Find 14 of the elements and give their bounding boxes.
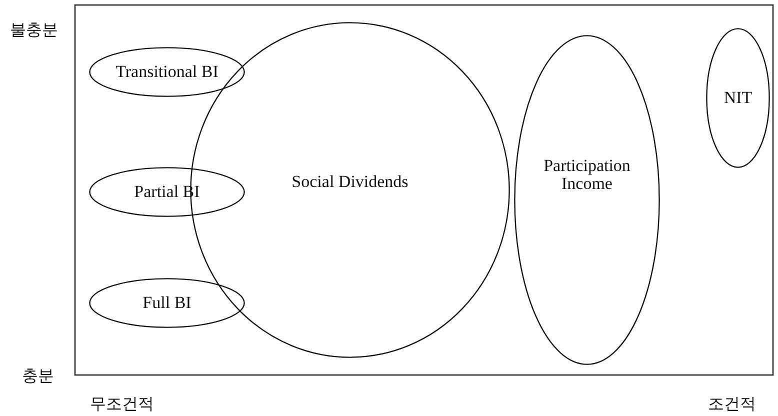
category-ellipse [89, 278, 245, 328]
axis-label: 충분 [22, 367, 54, 387]
ellipse-label: Full BI [142, 294, 192, 312]
category-ellipse [514, 35, 660, 365]
axis-label: 조건적 [708, 395, 756, 415]
category-ellipse [89, 167, 245, 217]
ellipse-label: Social Dividends [292, 173, 408, 191]
ellipse-label: NIT [724, 89, 752, 107]
ellipse-label: Transitional BI [116, 63, 218, 81]
ellipse-label: Participation Income [542, 157, 632, 193]
axis-label: 불충분 [10, 21, 58, 41]
category-ellipse [706, 28, 770, 168]
axis-label: 무조건적 [90, 395, 154, 415]
category-ellipse [89, 47, 245, 97]
